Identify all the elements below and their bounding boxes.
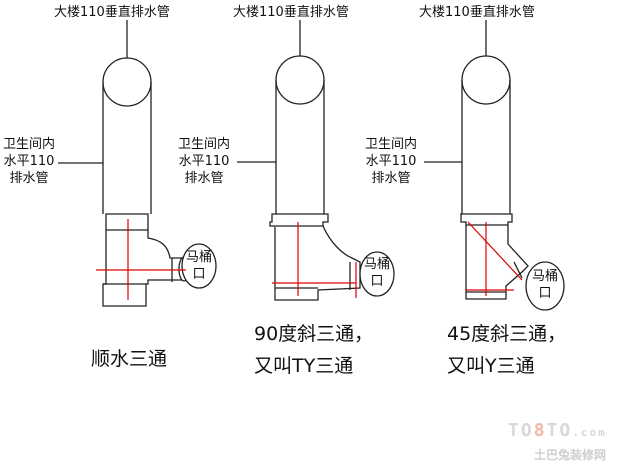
vertical-pipe-label-1: 大楼110垂直排水管 [54,5,170,20]
bathroom-pipe-label-2: 卫生间内 水平110 排水管 [172,136,236,187]
fitting-2-ty-tee [237,20,395,301]
toilet-outlet-label-line: 口 [192,267,206,282]
watermark-domain: .com [572,426,607,439]
bathroom-pipe-label-line: 排水管 [184,171,224,186]
toilet-outlet-label-line: 马桶 [186,250,213,265]
vertical-pipe-section-3 [461,55,511,105]
vertical-pipe-label-2: 大楼110垂直排水管 [233,5,349,20]
toilet-outlet-label-2: 马桶 口 [364,256,390,290]
toilet-outlet-3 [525,261,565,311]
watermark-brand-right: TO [546,420,573,441]
fitting-alias-3: 又叫Y三通 [447,355,535,377]
marker-lines-1 [96,219,186,300]
watermark-brand-left: TO [508,420,534,441]
bathroom-pipe-label-line: 排水管 [9,171,49,186]
fitting-name-3: 45度斜三通， [447,323,567,345]
watermark-brand-eight: 8 [533,420,547,441]
fitting-3-y-tee [424,20,565,311]
bathroom-pipe-label-line: 水平110 [3,154,55,169]
toilet-outlet-label-1: 马桶 口 [186,249,212,283]
vertical-pipe-section-2 [275,55,325,105]
bathroom-pipe-label-1: 卫生间内 水平110 排水管 [0,136,58,187]
bathroom-pipe-label-3: 卫生间内 水平110 排水管 [359,136,423,187]
toilet-outlet-1 [181,243,217,289]
marker-lines-3 [466,221,523,296]
bathroom-pipe-label-line: 水平110 [365,154,417,169]
watermark-site: 土巴兔装修网 [534,448,607,462]
toilet-outlet-label-line: 口 [538,286,552,301]
fitting-alias-2: 又叫TY三通 [254,355,354,377]
bathroom-pipe-label-line: 卫生间内 [177,137,230,152]
vertical-pipe-label-3: 大楼110垂直排水管 [419,5,535,20]
toilet-outlet-2 [359,251,395,297]
toilet-outlet-label-3: 马桶 口 [532,268,558,302]
vertical-pipe-section-1 [102,57,152,107]
fitting-1-straight-tee [58,20,217,307]
tee-body-1 [102,213,185,307]
watermark-logo: TO8TO.com [508,420,607,441]
toilet-outlet-label-line: 口 [370,274,384,289]
tee-body-2 [269,213,361,301]
bathroom-pipe-label-line: 排水管 [371,171,411,186]
fitting-name-1: 顺水三通 [91,348,168,370]
bathroom-pipe-label-line: 卫生间内 [2,137,55,152]
tee-body-3 [460,213,529,300]
fitting-name-2: 90度斜三通， [254,323,374,345]
bathroom-pipe-label-line: 水平110 [178,154,230,169]
toilet-outlet-label-line: 马桶 [532,269,559,284]
bathroom-pipe-label-line: 卫生间内 [364,137,417,152]
marker-lines-2 [272,222,357,298]
toilet-outlet-label-line: 马桶 [364,257,391,272]
